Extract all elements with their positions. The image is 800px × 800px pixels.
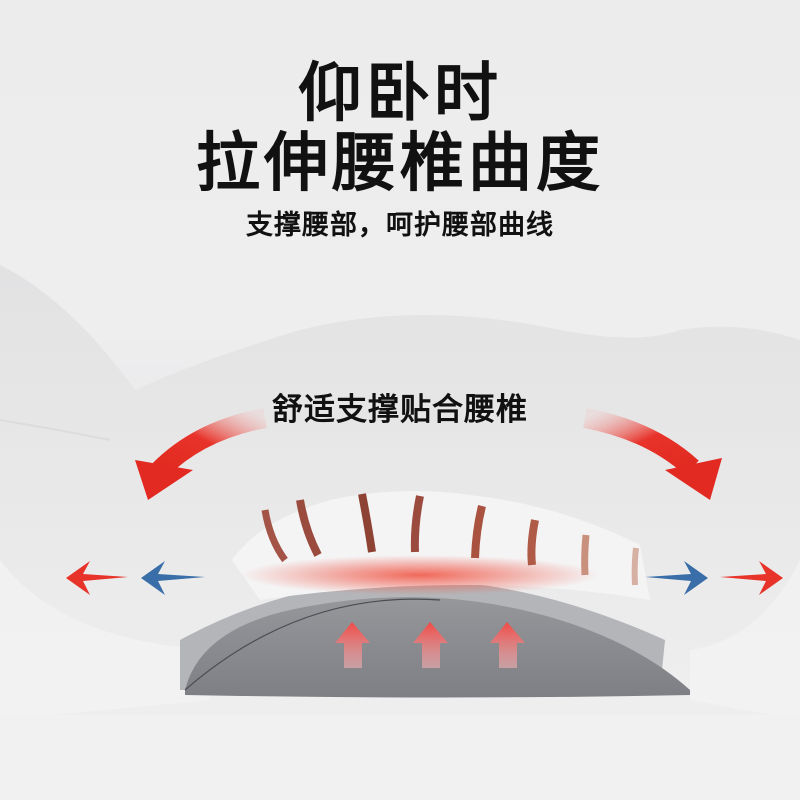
- left-curved-arrow: [135, 408, 267, 500]
- red-left-arrow: [66, 561, 128, 595]
- right-curved-arrow: [583, 408, 722, 500]
- red-right-arrow: [720, 561, 783, 595]
- headline-line-2: 拉伸腰椎曲度: [196, 127, 604, 201]
- upward-arrow-1: [335, 622, 370, 668]
- upward-arrow-3: [490, 622, 525, 668]
- subtitle: 支撑腰部，呵护腰部曲线: [246, 210, 554, 241]
- blue-right-arrow: [645, 561, 708, 595]
- spine-illustration: [232, 491, 650, 600]
- upward-arrow-2: [413, 622, 448, 668]
- headline-line-1: 仰卧时: [298, 57, 502, 131]
- support-callout: 舒适支撑贴合腰椎: [272, 392, 528, 428]
- blue-left-arrow: [141, 561, 205, 595]
